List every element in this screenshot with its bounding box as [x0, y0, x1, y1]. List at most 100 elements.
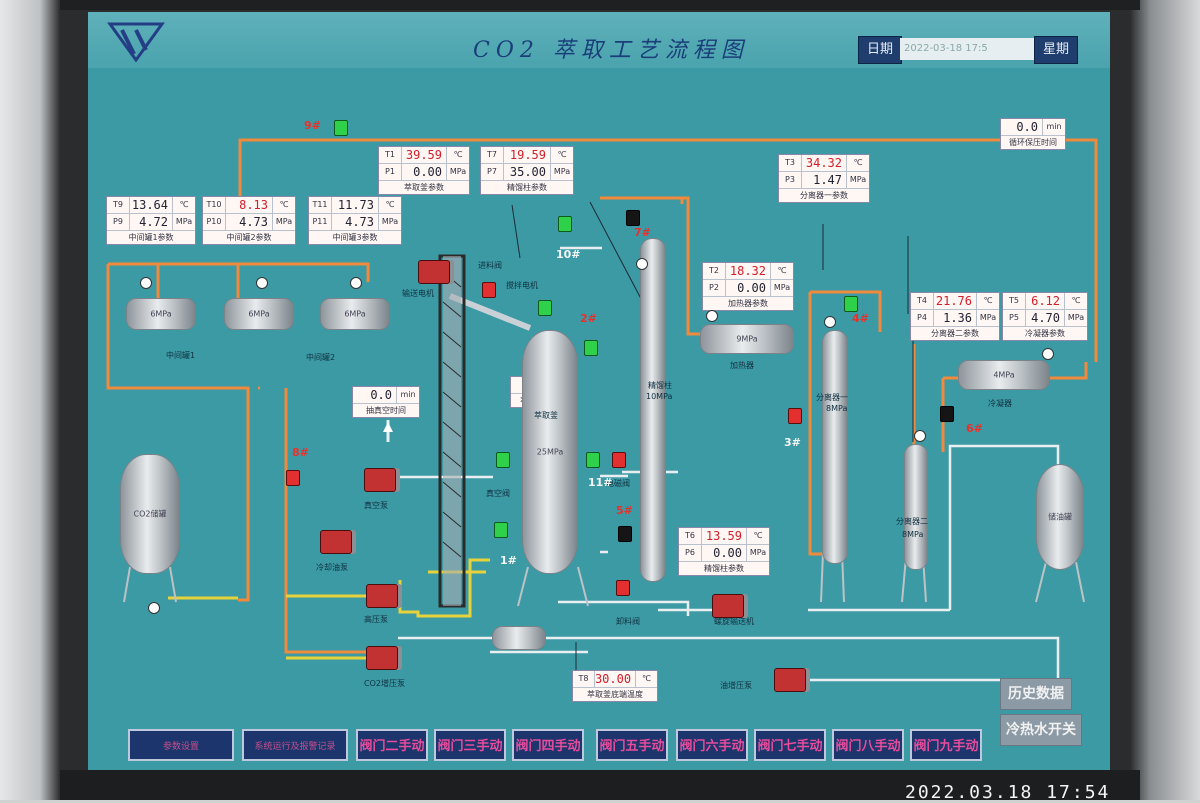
mid-tank-2[interactable]: 6MPa — [224, 298, 294, 330]
mid-tank-3[interactable]: 6MPa — [320, 298, 390, 330]
valve-9-manual-button[interactable]: 阀门九手动 — [910, 729, 982, 761]
valve-5-manual-button[interactable]: 阀门五手动 — [596, 729, 668, 761]
cold-hot-water-button[interactable]: 冷热水开关 — [1000, 714, 1082, 746]
condenser[interactable]: 4MPa — [958, 360, 1050, 390]
mid-tank-1[interactable]: 6MPa — [126, 298, 196, 330]
separator-2[interactable] — [904, 444, 928, 570]
run-alarm-log-button[interactable]: 系统运行及报警记录 — [242, 729, 348, 761]
tag-t10: T10 — [203, 197, 226, 213]
tag-p3: P3 — [779, 172, 802, 188]
valve-8-manual-button[interactable]: 阀门八手动 — [832, 729, 904, 761]
photo-timestamp: 2022.03.18 17:54 — [905, 782, 1111, 803]
electromagnetic-valve[interactable] — [612, 452, 626, 468]
valve-1[interactable] — [494, 522, 508, 538]
co2-tank-label: CO2储罐 — [133, 509, 167, 519]
label-discharge-valve: 卸料阀 — [616, 617, 640, 626]
condenser-rating: 4MPa — [993, 370, 1015, 380]
tag-p6: P6 — [679, 545, 702, 561]
tag-t8: T8 — [573, 671, 595, 687]
value-t7: 19.59 — [509, 148, 546, 162]
conveyor-motor[interactable] — [418, 260, 450, 284]
valve-7-manual-button[interactable]: 阀门七手动 — [754, 729, 826, 761]
extraction-kettle[interactable]: 25MPa — [522, 330, 578, 574]
unit-t9: ℃ — [172, 197, 195, 213]
rectification-column[interactable] — [640, 238, 666, 582]
unit-vacuum-time: min — [396, 387, 419, 403]
valve-9[interactable] — [334, 120, 348, 136]
heater[interactable]: 9MPa — [700, 324, 794, 354]
mid-tank-2-rating: 6MPa — [248, 309, 270, 319]
caption-column-2: 精馏柱参数 — [704, 564, 744, 573]
value-vacuum-time[interactable]: 0.0 — [370, 388, 392, 402]
unit-p4: MPa — [976, 310, 999, 326]
valve-10[interactable] — [558, 216, 572, 232]
valve-number-1: 1# — [500, 554, 517, 567]
co2-booster-pump[interactable] — [366, 646, 398, 670]
caption-condenser: 冷凝器参数 — [1025, 329, 1065, 338]
tag-p4: P4 — [911, 310, 934, 326]
label-mid-tank-1: 中间罐1 — [166, 351, 196, 360]
feed-valve[interactable] — [482, 282, 496, 298]
unit-p2: MPa — [770, 280, 793, 296]
label-oil-pump: 油增压泵 — [720, 681, 752, 690]
valve-4-manual-button[interactable]: 阀门四手动 — [512, 729, 584, 761]
caption-separator-2: 分离器二参数 — [931, 329, 979, 338]
label-heater: 加热器 — [730, 361, 754, 370]
valve-5[interactable] — [618, 526, 632, 542]
stir-motor-valve[interactable] — [538, 300, 552, 316]
vacuum-valve[interactable] — [496, 452, 510, 468]
separator-1[interactable] — [822, 330, 848, 564]
caption-mid-tank-2: 中间罐2参数 — [226, 233, 272, 242]
oil-booster-pump[interactable] — [774, 668, 806, 692]
history-data-button[interactable]: 历史数据 — [1000, 678, 1072, 710]
pressure-gauge-icon — [914, 430, 926, 442]
discharge-valve[interactable] — [616, 580, 630, 596]
bezel-bottom — [60, 770, 1140, 800]
valve-4[interactable] — [844, 296, 858, 312]
value-p10: 4.73 — [239, 215, 268, 229]
valve-3[interactable] — [788, 408, 802, 424]
unit-t1: ℃ — [446, 147, 469, 163]
oil-storage-tank[interactable]: 储油罐 — [1036, 464, 1084, 570]
valve-2[interactable] — [584, 340, 598, 356]
pressure-gauge-icon — [148, 602, 160, 614]
valve-11[interactable] — [586, 452, 600, 468]
storage-label: 储油罐 — [1048, 512, 1072, 522]
value-p1: 0.00 — [413, 165, 442, 179]
label-extract-kettle: 萃取釜 — [534, 411, 558, 420]
mid-tank-1-rating: 6MPa — [150, 309, 172, 319]
unit-cycle-hold: min — [1042, 119, 1065, 135]
screw-conveyor-motor[interactable] — [712, 594, 744, 618]
coolant-pump[interactable] — [320, 530, 352, 554]
high-pressure-pump[interactable] — [366, 584, 398, 608]
valve-6-manual-button[interactable]: 阀门六手动 — [676, 729, 748, 761]
valve-8[interactable] — [286, 470, 300, 486]
caption-separator-1: 分离器一参数 — [800, 191, 848, 200]
value-cycle-hold[interactable]: 0.0 — [1016, 120, 1038, 134]
valve-number-3: 3# — [784, 436, 801, 449]
vacuum-pump[interactable] — [364, 468, 396, 492]
label-vacuum-valve: 真空阀 — [486, 489, 510, 498]
param-settings-button[interactable]: 参数设置 — [128, 729, 234, 761]
unit-p11: MPa — [378, 214, 401, 230]
pipe-network — [106, 138, 1098, 682]
company-logo — [107, 22, 165, 63]
valve-2-manual-button[interactable]: 阀门二手动 — [356, 729, 428, 761]
valve-7[interactable] — [626, 210, 640, 226]
valve-6[interactable] — [940, 406, 954, 422]
unit-t6: ℃ — [746, 528, 769, 544]
value-p6: 0.00 — [713, 546, 742, 560]
tag-t5: T5 — [1003, 293, 1026, 309]
preheater[interactable] — [492, 626, 546, 650]
value-p4: 1.36 — [943, 311, 972, 325]
unit-p6: MPa — [746, 545, 769, 561]
co2-storage-tank[interactable]: CO2储罐 — [120, 454, 180, 574]
unit-p9: MPa — [172, 214, 195, 230]
valve-3-manual-button[interactable]: 阀门三手动 — [434, 729, 506, 761]
pressure-gauge-icon — [824, 316, 836, 328]
